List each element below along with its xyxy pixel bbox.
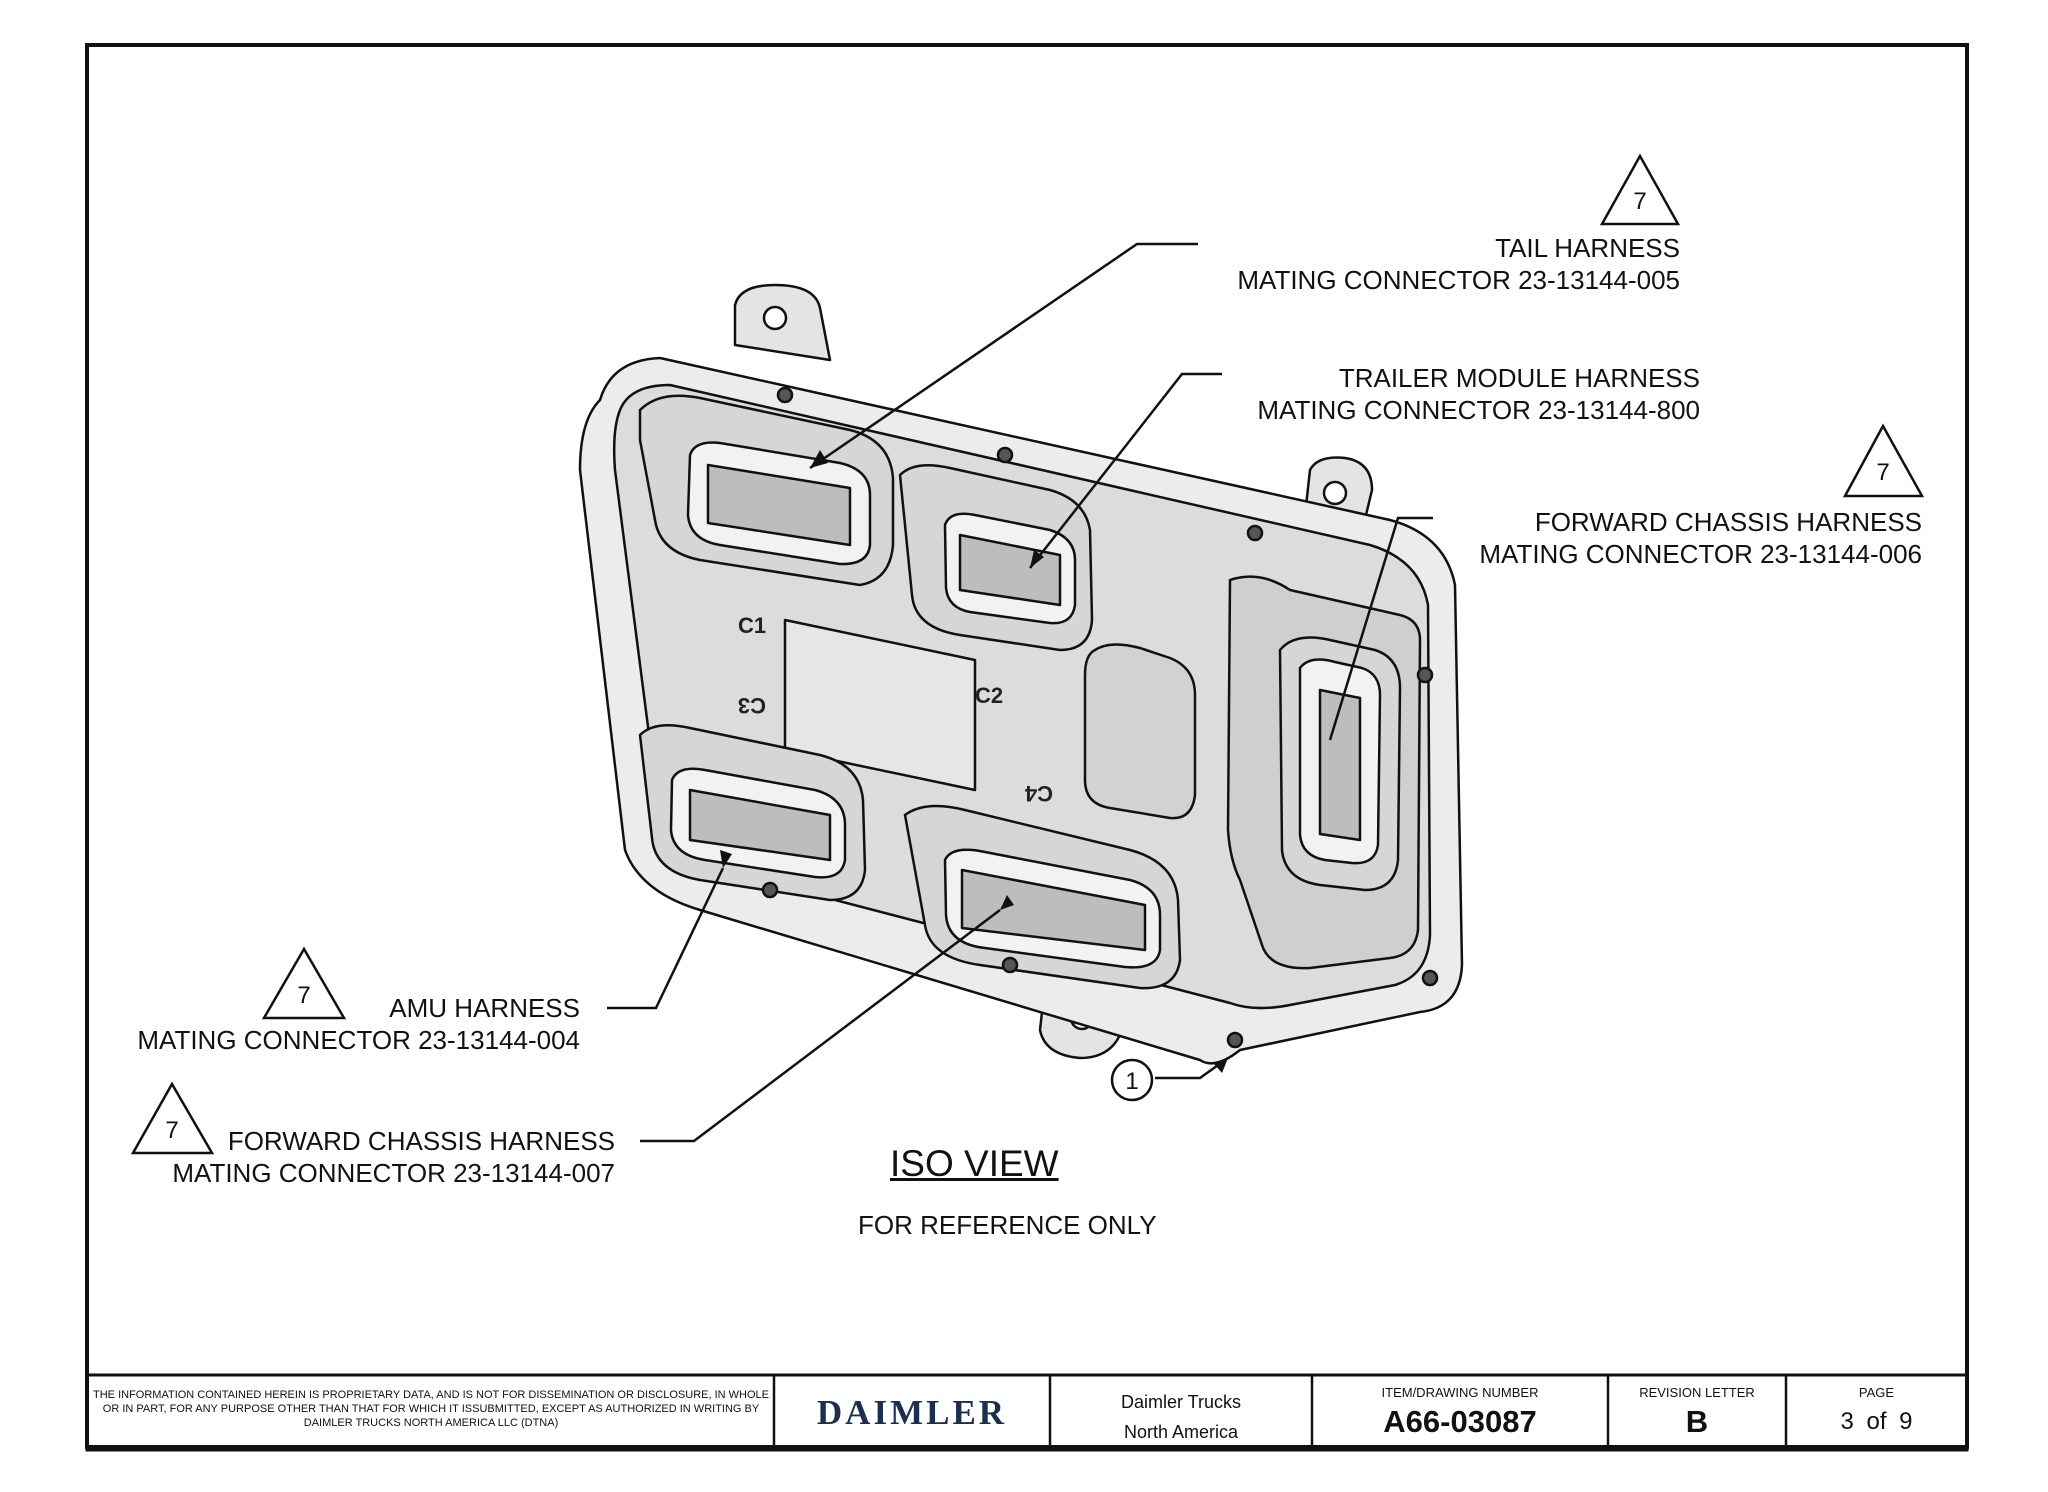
page-of: of — [1866, 1408, 1887, 1435]
daimler-logo: DAIMLER — [774, 1375, 1050, 1450]
company-line1: Daimler Trucks — [1120, 1392, 1241, 1412]
callout-amu-line1: AMU HARNESS — [389, 993, 580, 1023]
svg-text:7: 7 — [165, 1117, 178, 1144]
callout-trailer-line1: TRAILER MODULE HARNESS — [1338, 363, 1700, 393]
flag-triangle-fwd-chassis-006: 7 — [1842, 423, 1925, 498]
company-line2: North America — [1123, 1422, 1239, 1442]
callout-tail-line1: TAIL HARNESS — [1495, 233, 1680, 263]
leader-lines — [607, 242, 1433, 1143]
drawing-number-caption: ITEM/DRAWING NUMBER — [1381, 1385, 1539, 1400]
page-total: 9 — [1899, 1408, 1913, 1435]
flag-triangle-fwd-chassis-007: 7 — [130, 1081, 215, 1155]
page-indicator: 3 of 9 — [1786, 1408, 1967, 1436]
callout-forward-chassis-007: FORWARD CHASSIS HARNESS MATING CONNECTOR… — [172, 1125, 615, 1189]
svg-text:1: 1 — [1125, 1068, 1138, 1095]
item-balloon: 1 — [1110, 1058, 1154, 1102]
leader-fwd-chassis-006 — [1328, 516, 1433, 741]
company-name: Daimler Trucks North America — [1050, 1375, 1312, 1450]
page-current: 3 — [1840, 1408, 1854, 1435]
leader-tail — [809, 242, 1198, 470]
drawing-number-cell: ITEM/DRAWING NUMBER A66-03087 — [1312, 1375, 1608, 1450]
module-illustration — [578, 283, 1464, 1065]
page-caption: PAGE — [1858, 1385, 1895, 1400]
logo-text: DAIMLER — [816, 1392, 1008, 1432]
callout-fwd007-line1: FORWARD CHASSIS HARNESS — [227, 1126, 615, 1156]
leader-amu — [607, 867, 725, 1010]
callout-fwd006-line1: FORWARD CHASSIS HARNESS — [1534, 507, 1922, 537]
title-block-frame — [85, 1373, 1969, 1452]
leader-arrowheads — [720, 450, 1228, 1073]
connector-mark-c4: C4 — [1024, 781, 1053, 806]
callout-trailer-line2: MATING CONNECTOR 23-13144-800 — [1257, 395, 1700, 425]
callout-forward-chassis-006: FORWARD CHASSIS HARNESS MATING CONNECTOR… — [1479, 506, 1922, 570]
view-title: ISO VIEW — [890, 1143, 1059, 1184]
leader-fwd-chassis-007 — [640, 909, 1001, 1143]
proprietary-notice: THE INFORMATION CONTAINED HEREIN IS PROP… — [93, 1389, 769, 1429]
callout-trailer-module-harness: TRAILER MODULE HARNESS MATING CONNECTOR … — [1257, 362, 1700, 426]
revision-caption: REVISION LETTER — [1639, 1385, 1755, 1400]
callout-fwd007-line2: MATING CONNECTOR 23-13144-007 — [172, 1158, 615, 1188]
callout-amu-harness: AMU HARNESS MATING CONNECTOR 23-13144-00… — [137, 992, 580, 1056]
revision-cell: REVISION LETTER B — [1608, 1375, 1786, 1450]
sheet-border — [85, 43, 1969, 1449]
svg-text:7: 7 — [1633, 188, 1646, 215]
callout-tail-line2: MATING CONNECTOR 23-13144-005 — [1237, 265, 1680, 295]
revision-letter: B — [1685, 1404, 1709, 1439]
callout-fwd006-line2: MATING CONNECTOR 23-13144-006 — [1479, 539, 1922, 569]
view-subtitle: FOR REFERENCE ONLY — [858, 1210, 1157, 1240]
callout-tail-harness: TAIL HARNESS MATING CONNECTOR 23-13144-0… — [1237, 232, 1680, 296]
connector-mark-c2: C2 — [975, 683, 1003, 708]
connector-mark-c3: C3 — [738, 693, 766, 718]
svg-text:7: 7 — [1876, 459, 1889, 486]
connector-mark-c1: C1 — [738, 613, 766, 638]
page-cell: PAGE 3 of 9 — [1786, 1375, 1967, 1450]
callout-amu-line2: MATING CONNECTOR 23-13144-004 — [137, 1025, 580, 1055]
drawing-number: A66-03087 — [1383, 1404, 1537, 1439]
leader-trailer — [1029, 372, 1222, 569]
svg-text:7: 7 — [297, 982, 310, 1009]
flag-triangle-tail: 7 — [1599, 153, 1681, 226]
flag-triangle-amu: 7 — [261, 946, 347, 1020]
